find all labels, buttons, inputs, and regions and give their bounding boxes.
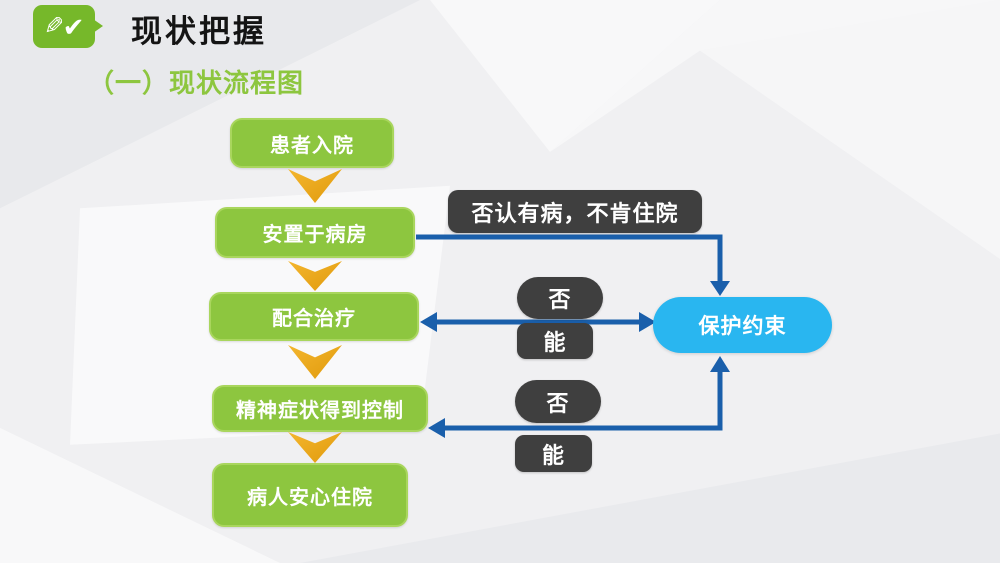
section-title: （一）现状流程图 [88,68,305,98]
restraint-box: 保护约束 [653,297,832,353]
decision1-yes-badge: 能 [517,323,593,359]
arrowhead-left-icon [428,418,445,438]
decision2-yes-badge: 能 [515,435,592,472]
flow-step-patient-admission: 患者入院 [230,118,394,168]
check-icon: ✔ [62,11,85,42]
icon-notch [93,19,103,33]
arrowhead-up-icon [710,356,730,372]
flow-step-cooperate-treatment: 配合治疗 [209,292,419,341]
arrowhead-down-icon [710,281,730,296]
down-arrow-icon [288,432,342,463]
arrowhead-left-icon [420,312,437,332]
denial-label: 否认有病，不肯住院 [448,190,702,233]
decision2-no-badge: 否 [515,380,601,423]
pencil-icon: ✎ [43,12,64,40]
down-arrow-icon [288,169,342,203]
flow-step-symptoms-controlled: 精神症状得到控制 [212,385,428,432]
page-title: 现状把握 [131,14,267,49]
decision1-no-badge: 否 [517,277,603,319]
pencil-check-icon: ✎ ✔ [33,5,103,48]
down-arrow-icon [288,345,342,379]
down-arrow-icon [288,261,342,291]
flow-step-placed-in-ward: 安置于病房 [215,207,415,258]
flow-step-patient-settled: 病人安心住院 [212,463,408,527]
